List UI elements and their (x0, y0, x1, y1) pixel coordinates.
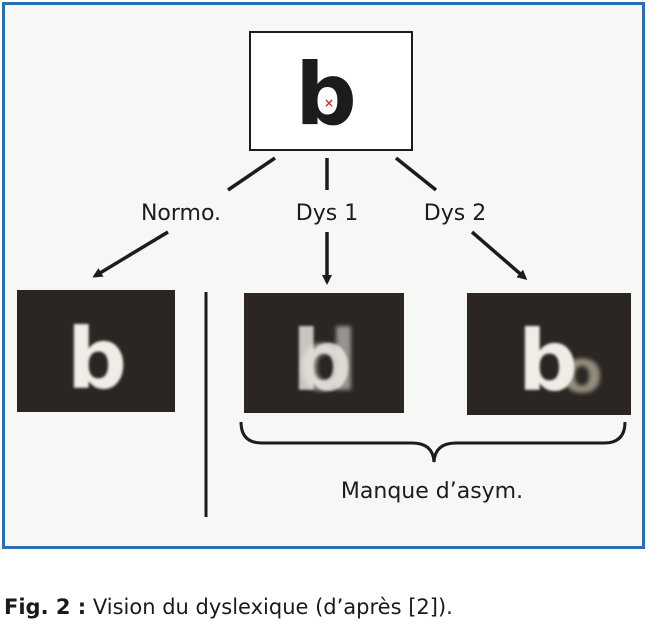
panel-dys2-ghost-letter: o (561, 337, 602, 407)
arrow-normal (227, 156, 276, 192)
label-dys2: Dys 2 (424, 201, 486, 226)
source-letter-box (249, 31, 413, 151)
panel-dys2 (467, 293, 631, 415)
panel-normal (17, 290, 175, 412)
figure-caption: Fig. 2 : Vision du dyslexique (d’après [… (4, 595, 453, 619)
panel-dys1 (244, 293, 404, 413)
arrow-normal-tail (92, 230, 169, 278)
caption-text: Vision du dyslexique (d’après [2]). (86, 595, 453, 619)
arrow-dys2 (394, 156, 438, 192)
source-letter: b (295, 45, 357, 145)
panel-normal-letter: b (67, 310, 127, 408)
center-mark-icon: × (324, 96, 334, 110)
label-dys1: Dys 1 (296, 201, 358, 226)
curly-brace (239, 421, 627, 463)
arrow-dys2-tail (470, 230, 528, 280)
panel-dys2-letter: b (518, 312, 578, 410)
label-normal: Normo. (141, 201, 221, 226)
panel-dys1-letter: b (292, 312, 352, 410)
caption-prefix: Fig. 2 : (4, 595, 87, 619)
brace-label: Manque d’asym. (341, 479, 523, 504)
panel-dys1-mirror-letter: d (298, 312, 358, 410)
